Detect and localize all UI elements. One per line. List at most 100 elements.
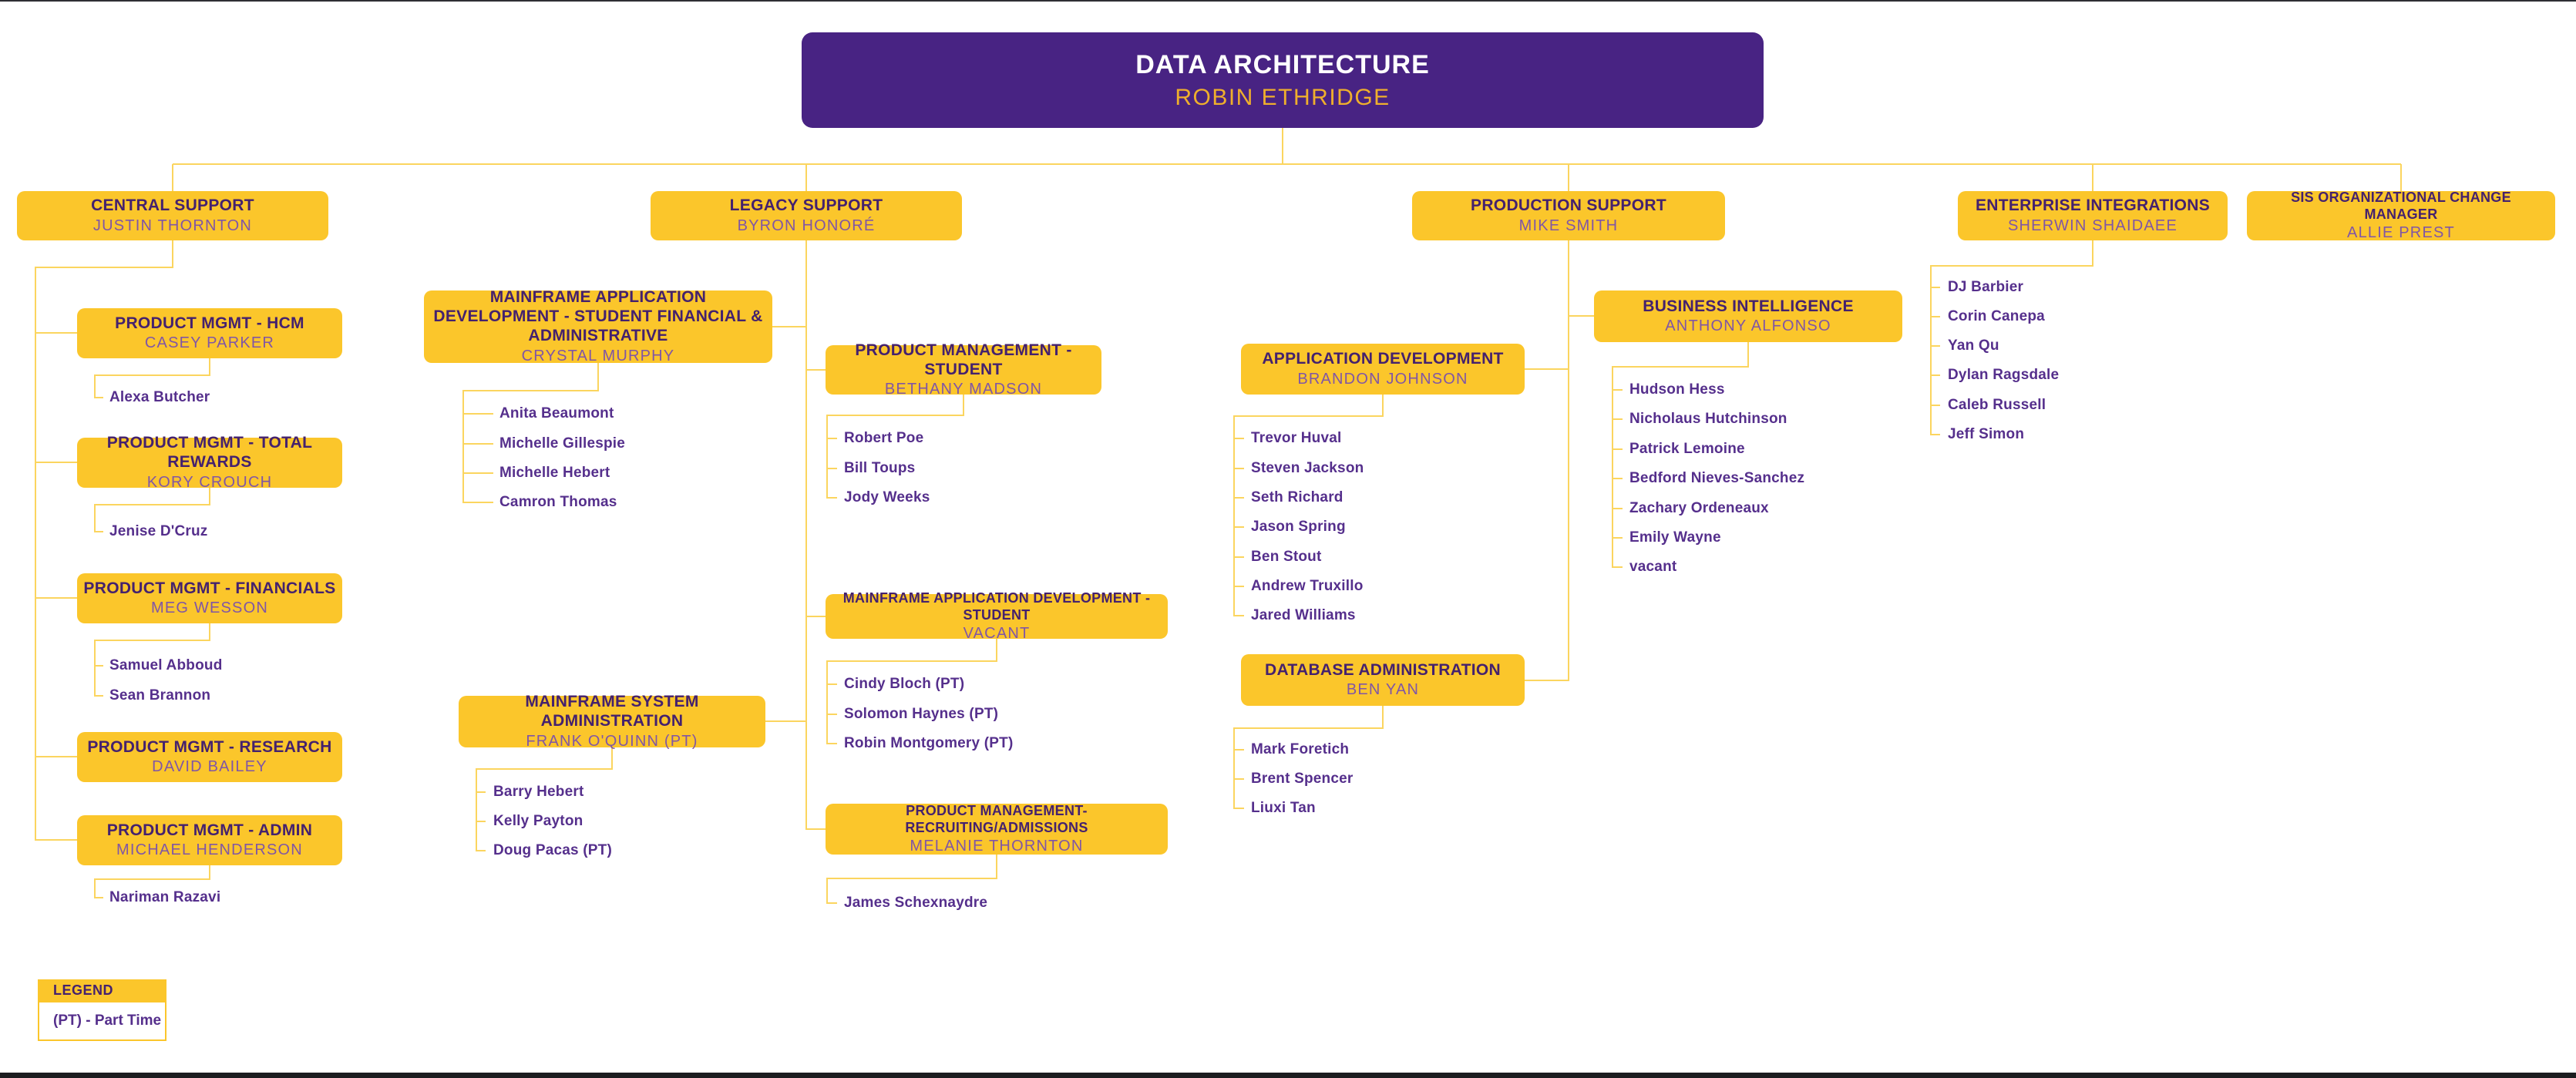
report-name: Trevor Huval: [1251, 430, 1342, 446]
unit-title: LEGACY SUPPORT: [729, 196, 883, 215]
report-name: Kelly Payton: [493, 813, 583, 829]
unit-manager-name: SHERWIN SHAIDAEE: [2008, 217, 2177, 234]
unit-title: PRODUCT MGMT - TOTAL REWARDS: [106, 434, 313, 471]
unit-manager-name: KORY CROUCH: [146, 473, 273, 491]
report-name: Yan Qu: [1948, 338, 1999, 354]
report-name: Caleb Russell: [1948, 397, 2046, 413]
unit-manager-name: ANTHONY ALFONSO: [1665, 317, 1831, 335]
report-name: DJ Barbier: [1948, 279, 2024, 295]
unit-box-product-mgmt-research: PRODUCT MGMT - RESEARCH DAVID BAILEY: [77, 732, 342, 782]
report-name: Jody Weeks: [844, 489, 930, 505]
unit-title: PRODUCT MGMT - RESEARCH: [87, 737, 332, 756]
report-name: Hudson Hess: [1629, 381, 1725, 398]
unit-manager-name: ROBIN ETHRIDGE: [1175, 84, 1391, 110]
report-name: Jared Williams: [1251, 607, 1356, 623]
unit-box-application-development: APPLICATION DEVELOPMENT BRANDON JOHNSON: [1241, 344, 1525, 395]
legend-header: LEGEND: [38, 979, 166, 1001]
unit-manager-name: ALLIE PREST: [2347, 223, 2455, 241]
report-name: Solomon Haynes (PT): [844, 706, 999, 722]
unit-title: PRODUCTION SUPPORT: [1471, 196, 1666, 215]
report-name: Jenise D'Cruz: [109, 523, 208, 539]
report-name: Anita Beaumont: [499, 405, 614, 421]
report-name: Emily Wayne: [1629, 529, 1721, 546]
report-name: vacant: [1629, 559, 1677, 575]
unit-title: DATA ARCHITECTURE: [1135, 49, 1430, 79]
report-name: Alexa Butcher: [109, 389, 210, 405]
report-name: Camron Thomas: [499, 494, 617, 510]
report-name: Ben Stout: [1251, 549, 1322, 565]
unit-box-product-management-recruiting: PRODUCT MANAGEMENT- RECRUITING/ADMISSION…: [826, 803, 1168, 855]
unit-manager-name: CRYSTAL MURPHY: [521, 347, 675, 364]
unit-box-enterprise-integrations: ENTERPRISE INTEGRATIONS SHERWIN SHAIDAEE: [1958, 191, 2228, 240]
report-name: Brent Spencer: [1251, 771, 1354, 787]
unit-title: MAINFRAME APPLICATION DEVELOPMENT - STUD…: [433, 288, 763, 344]
report-name: Jeff Simon: [1948, 426, 2025, 442]
unit-box-product-mgmt-admin: PRODUCT MGMT - ADMIN MICHAEL HENDERSON: [77, 815, 342, 865]
unit-manager-name: JUSTIN THORNTON: [92, 217, 253, 234]
bottom-bar: [0, 1073, 2576, 1078]
unit-box-product-mgmt-total-rewards: PRODUCT MGMT - TOTAL REWARDS KORY CROUCH: [77, 434, 342, 491]
unit-manager-name: FRANK O'QUINN (PT): [526, 732, 698, 750]
unit-title: SIS ORGANIZATIONAL CHANGE MANAGER: [2291, 190, 2511, 222]
report-name: Nariman Razavi: [109, 889, 221, 905]
unit-title: PRODUCT MGMT - HCM: [115, 314, 304, 332]
unit-title: DATABASE ADMINISTRATION: [1265, 660, 1501, 679]
unit-title: PRODUCT MGMT - FINANCIALS: [83, 579, 336, 597]
unit-box-database-administration: DATABASE ADMINISTRATION BEN YAN: [1241, 654, 1525, 706]
report-name: Robin Montgomery (PT): [844, 735, 1014, 751]
unit-title: APPLICATION DEVELOPMENT: [1262, 350, 1504, 368]
unit-manager-name: BRANDON JOHNSON: [1297, 370, 1468, 388]
top-border: [0, 0, 2576, 2]
unit-box-mainframe-system-administration: MAINFRAME SYSTEM ADMINISTRATION FRANK O'Q…: [459, 693, 765, 750]
unit-manager-name: MIKE SMITH: [1518, 217, 1619, 234]
unit-box-central-support: CENTRAL SUPPORT JUSTIN THORNTON: [17, 191, 328, 240]
unit-box-business-intelligence: BUSINESS INTELLIGENCE ANTHONY ALFONSO: [1594, 290, 1902, 342]
unit-box-product-management-student: PRODUCT MANAGEMENT - STUDENT BETHANY MADS…: [826, 341, 1101, 398]
unit-title: BUSINESS INTELLIGENCE: [1643, 297, 1854, 315]
report-name: Michelle Hebert: [499, 465, 610, 481]
unit-manager-name: DAVID BAILEY: [152, 758, 267, 776]
report-name: Michelle Gillespie: [499, 435, 626, 452]
report-name: Mark Foretich: [1251, 741, 1350, 757]
report-name: Jason Spring: [1251, 519, 1346, 535]
report-name: Andrew Truxillo: [1251, 578, 1364, 594]
unit-box-legacy-support: LEGACY SUPPORT BYRON HONORÉ: [651, 191, 962, 240]
report-name: Patrick Lemoine: [1629, 441, 1745, 457]
unit-manager-name: BETHANY MADSON: [884, 381, 1043, 398]
unit-box-product-mgmt-hcm: PRODUCT MGMT - HCM CASEY PARKER: [77, 308, 342, 358]
report-name: Zachary Ordeneaux: [1629, 500, 1769, 516]
unit-manager-name: MELANIE THORNTON: [910, 837, 1084, 855]
unit-manager-name: MICHAEL HENDERSON: [116, 841, 303, 859]
report-name: Barry Hebert: [493, 784, 584, 800]
unit-title: ENTERPRISE INTEGRATIONS: [1975, 196, 2211, 215]
report-name: Liuxi Tan: [1251, 800, 1316, 816]
report-name: Dylan Ragsdale: [1948, 367, 2060, 383]
report-name: Bedford Nieves-Sanchez: [1629, 470, 1805, 486]
unit-manager-name: BEN YAN: [1346, 681, 1420, 699]
report-name: Sean Brannon: [109, 687, 211, 704]
unit-title: PRODUCT MANAGEMENT- RECRUITING/ADMISSION…: [905, 803, 1088, 835]
unit-title: PRODUCT MANAGEMENT - STUDENT: [855, 341, 1072, 378]
report-name: Seth Richard: [1251, 489, 1343, 505]
report-name: Robert Poe: [844, 430, 924, 446]
report-name: James Schexnaydre: [844, 895, 988, 911]
unit-title: MAINFRAME SYSTEM ADMINISTRATION: [525, 693, 699, 730]
unit-box-mad-student: MAINFRAME APPLICATION DEVELOPMENT - STUD…: [826, 590, 1168, 642]
report-name: Nicholaus Hutchinson: [1629, 411, 1787, 427]
unit-title: PRODUCT MGMT - ADMIN: [106, 821, 313, 839]
unit-title: CENTRAL SUPPORT: [91, 196, 254, 215]
root-box: DATA ARCHITECTURE ROBIN ETHRIDGE: [802, 32, 1764, 128]
unit-manager-name: CASEY PARKER: [144, 334, 275, 352]
unit-manager-name: BYRON HONORÉ: [737, 217, 876, 234]
report-name: Bill Toups: [844, 460, 916, 476]
legend-body: (PT) - Part Time: [38, 1001, 166, 1041]
unit-box-mad-sfa: MAINFRAME APPLICATION DEVELOPMENT - STUD…: [424, 288, 772, 364]
report-name: Corin Canepa: [1948, 308, 2045, 324]
unit-title: MAINFRAME APPLICATION DEVELOPMENT - STUD…: [842, 590, 1151, 623]
unit-manager-name: VACANT: [963, 624, 1031, 642]
report-name: Cindy Bloch (PT): [844, 676, 965, 692]
